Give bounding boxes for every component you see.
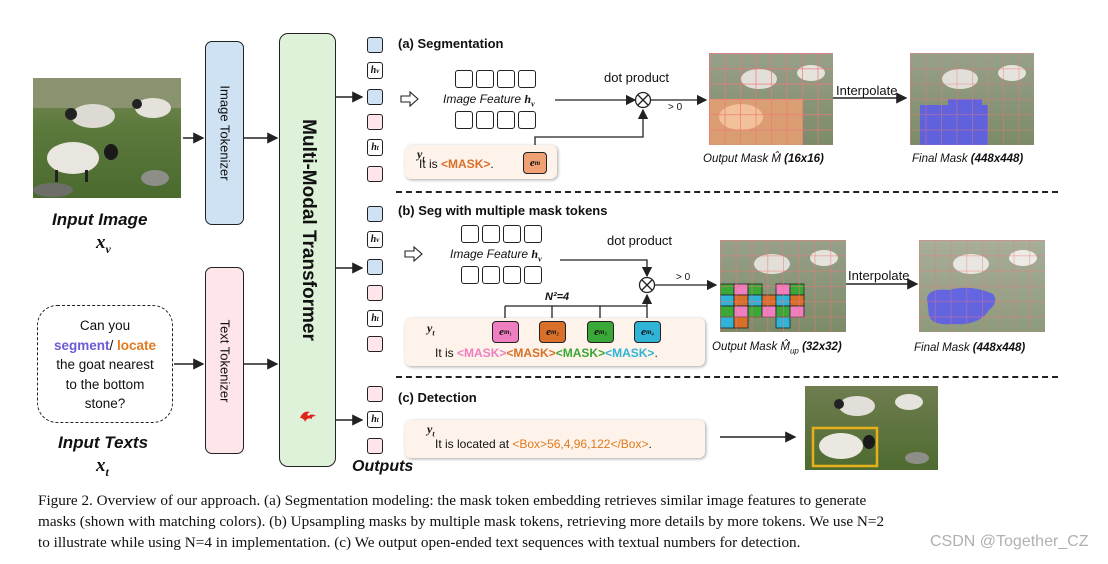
output-token-b4 (367, 336, 383, 352)
multi-modal-transformer: Multi-Modal Transformer (279, 33, 336, 467)
input-text-line4: to the bottom (65, 376, 145, 392)
input-texts-label: Input Texts (58, 433, 149, 452)
image-tokenizer: Image Tokenizer (205, 41, 244, 225)
watermark: CSDN @Together_CZ (930, 533, 1089, 550)
final-mask-b-image (919, 240, 1045, 332)
section-b-title: (b) Seg with multiple mask tokens (398, 203, 608, 218)
output-token-c1 (367, 386, 383, 402)
gt-zero-b: > 0 (676, 272, 691, 283)
section-a-title: (a) Segmentation (398, 36, 504, 51)
output-token-b3 (367, 285, 383, 301)
input-image (33, 78, 181, 198)
output-token-a2 (367, 89, 383, 105)
output-token-b2 (367, 259, 383, 275)
input-text-locate: locate (117, 337, 157, 353)
prompt-c-text: It is located at <Box>56,4,96,122</Box>. (435, 437, 652, 451)
figure-caption-line2: masks (shown with matching colors). (b) … (38, 513, 885, 530)
output-token-c2 (367, 438, 383, 454)
input-text-box: Can you segment/ locate the goat nearest… (37, 305, 173, 423)
image-feature-a-label: Image Feature hv (443, 92, 535, 109)
dot-product-a-label: dot product (604, 70, 670, 85)
input-image-symbol: xv (96, 232, 111, 256)
input-text-line1: Can you (79, 318, 131, 333)
input-texts-symbol: xt (96, 455, 109, 479)
dot-product-b-label: dot product (607, 233, 673, 248)
output-mask-b-caption: Output Mask M̂up (32x32) (712, 341, 842, 356)
gt-zero-a: > 0 (668, 102, 683, 113)
output-token-a4 (367, 166, 383, 182)
output-mask-b-cells (720, 250, 838, 329)
diagram-connectors (174, 90, 919, 443)
output-mask-a-image (709, 53, 833, 145)
input-text-line2: segment/ locate (53, 337, 157, 353)
image-feature-b-label: Image Feature hv (450, 247, 542, 264)
input-image-label: Input Image (52, 210, 148, 229)
divider-ab (396, 191, 1058, 193)
section-c-title: (c) Detection (398, 390, 477, 405)
final-mask-a-image (910, 53, 1034, 145)
divider-bc (396, 376, 1058, 378)
interpolate-a-label: Interpolate (836, 83, 898, 98)
output-mask-a-caption: Output Mask M̂ (16x16) (703, 153, 824, 165)
n-squared-label: N²=4 (545, 291, 570, 303)
output-token-a3 (367, 114, 383, 130)
prompt-c: yt It is located at <Box>56,4,96,122</Bo… (405, 420, 705, 458)
detection-image (805, 386, 938, 470)
flame-logo-icon (300, 411, 316, 422)
prompt-b-text: It is <MASK><MASK><MASK><MASK>. (435, 346, 658, 360)
outputs-label: Outputs (352, 458, 414, 475)
output-mask-b-image (720, 240, 846, 332)
figure-caption-line1: Figure 2. Overview of our approach. (a) … (38, 492, 867, 509)
final-mask-a-caption: Final Mask (448x448) (912, 153, 1024, 165)
input-text-line5: stone? (84, 396, 126, 411)
output-token-b1 (367, 206, 383, 222)
prompt-a-text: It is <MASK>. (419, 157, 494, 171)
output-token-a1 (367, 37, 383, 53)
final-mask-b-caption: Final Mask (448x448) (914, 342, 1026, 354)
text-tokenizer: Text Tokenizer (205, 267, 244, 454)
input-text-segment: segment (53, 337, 110, 353)
interpolate-b-label: Interpolate (848, 268, 910, 283)
sheep-photo-graphic (33, 78, 181, 197)
figure-caption-line3: to illustrate while using N=4 in impleme… (38, 534, 801, 551)
input-text-line3: the goat nearest (56, 357, 154, 372)
